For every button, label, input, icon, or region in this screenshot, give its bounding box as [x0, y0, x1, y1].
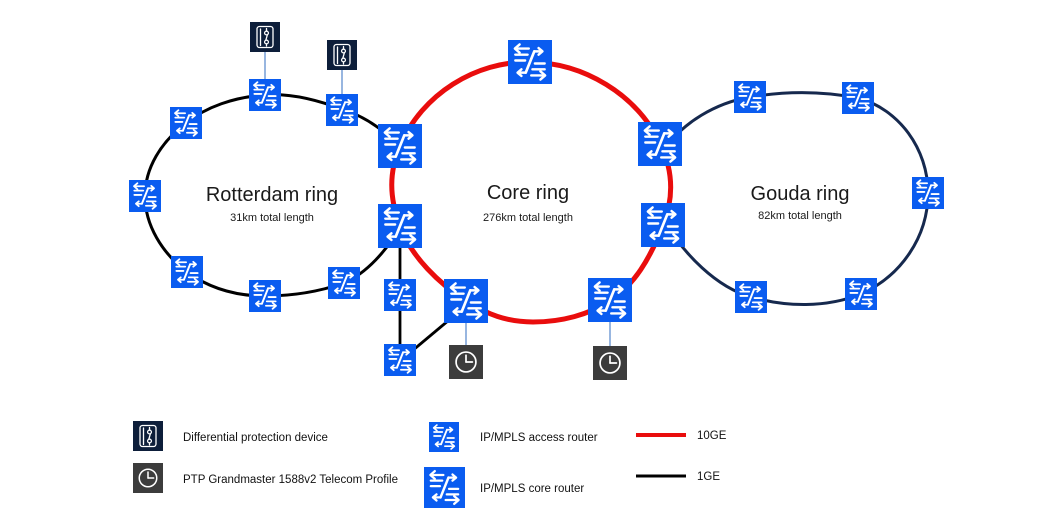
legend-label-diff-protection: Differential protection device	[183, 432, 328, 444]
access-router-icon	[734, 81, 766, 113]
access-router-icon	[170, 107, 202, 139]
access-router-icon	[249, 280, 281, 312]
diff-protection-icon	[133, 421, 163, 451]
ptp-clock-icon	[449, 345, 483, 379]
access-router-icon	[326, 94, 358, 126]
access-router-icon	[429, 422, 459, 452]
access-router-icon	[328, 267, 360, 299]
core-router-icon	[378, 204, 422, 248]
access-router-icon	[845, 278, 877, 310]
access-router-icon	[129, 180, 161, 212]
ptp-clock-icon	[593, 346, 627, 380]
access-router-icon	[842, 82, 874, 114]
legend: Differential protection device PTP Grand…	[133, 421, 727, 508]
core-router-icon	[508, 40, 552, 84]
core-ring-title: Core ring	[487, 182, 569, 204]
core-ring-subtitle: 276km total length	[483, 212, 573, 224]
access-router-icon	[171, 256, 203, 288]
access-router-icon	[384, 279, 416, 311]
rotterdam-ring-subtitle: 31km total length	[230, 212, 314, 224]
diff-protection-icon	[250, 22, 280, 52]
legend-label-ptp-clock: PTP Grandmaster 1588v2 Telecom Profile	[183, 474, 398, 486]
core-router-icon	[444, 279, 488, 323]
access-router-icon	[735, 281, 767, 313]
access-router-icon	[912, 177, 944, 209]
legend-label-access-router: IP/MPLS access router	[480, 432, 598, 444]
core-router-icon	[378, 124, 422, 168]
gouda-ring-subtitle: 82km total length	[758, 210, 842, 222]
gouda-ring-title: Gouda ring	[751, 183, 850, 205]
access-router-icon	[384, 344, 416, 376]
core-router-icon	[424, 467, 465, 508]
core-router-icon	[638, 122, 682, 166]
legend-label-10ge: 10GE	[697, 430, 727, 442]
core-router-icon	[588, 278, 632, 322]
ptp-clock-icon	[133, 463, 163, 493]
rotterdam-ring-title: Rotterdam ring	[206, 184, 338, 206]
core-router-icon	[641, 203, 685, 247]
diff-protection-icon	[327, 40, 357, 70]
legend-label-core-router: IP/MPLS core router	[480, 483, 584, 495]
access-router-icon	[249, 79, 281, 111]
legend-label-1ge: 1GE	[697, 471, 720, 483]
